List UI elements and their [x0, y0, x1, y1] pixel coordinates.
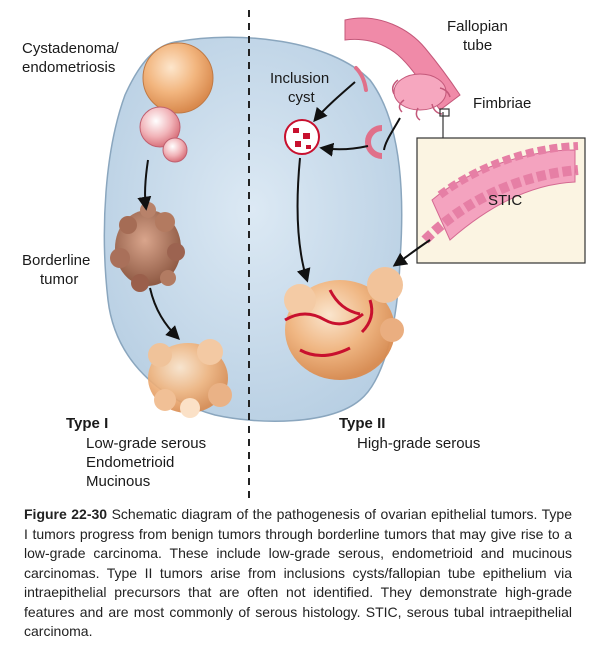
- label-fallopian-2: tube: [463, 37, 492, 54]
- cyst-sphere-tiny: [162, 137, 188, 163]
- label-cystadenoma-1: Cystadenoma/: [22, 40, 120, 57]
- cystadenoma-sphere: [142, 42, 214, 114]
- stic-inset: [416, 108, 586, 264]
- type1-carcinoma: [148, 339, 232, 418]
- label-fimbriae: Fimbriae: [473, 95, 531, 112]
- label-stic: STIC: [488, 192, 522, 209]
- fimbriae-shape: [391, 73, 451, 121]
- caption-text: Schematic diagram of the pathogenesis of…: [24, 506, 572, 639]
- cyst-sphere-small: [139, 106, 181, 148]
- type2-item-1: High-grade serous: [357, 435, 480, 452]
- type2-title: Type II: [339, 415, 385, 432]
- arrow-stic-to-carcinoma: [392, 239, 431, 267]
- label-inclusion-1: Inclusion: [270, 70, 329, 87]
- arrow-surface-to-inclusion: [313, 81, 356, 123]
- arrow-borderline-to-carcinoma: [149, 287, 180, 340]
- borderline-tumor: [110, 202, 185, 292]
- type1-item-2: Endometrioid: [86, 454, 174, 471]
- figure-caption: Figure 22-30 Schematic diagram of the pa…: [24, 505, 572, 642]
- label-fallopian-1: Fallopian: [447, 18, 508, 35]
- type2-carcinoma: [284, 267, 404, 380]
- caption-label: Figure 22-30: [24, 506, 108, 522]
- label-cystadenoma-2: endometriosis: [22, 59, 115, 76]
- invaginating-ring: [365, 125, 383, 159]
- pathogenesis-diagram: Cystadenoma/ endometriosis Borderline tu…: [22, 10, 586, 500]
- arrow-ring-to-inclusion: [319, 142, 369, 157]
- arrow-cystadenoma-to-borderline: [137, 159, 152, 211]
- inclusion-cyst: [284, 119, 320, 155]
- ovary-surface-mark: [354, 66, 368, 92]
- label-inclusion-2: cyst: [288, 89, 316, 106]
- type1-item-3: Mucinous: [86, 473, 150, 490]
- type1-item-1: Low-grade serous: [86, 435, 206, 452]
- label-borderline-2: tumor: [40, 271, 78, 288]
- type1-title: Type I: [66, 415, 108, 432]
- arrow-inclusion-to-carcinoma: [296, 157, 311, 283]
- arrow-fimbriae-to-ring: [383, 117, 401, 151]
- label-borderline-1: Borderline: [22, 252, 90, 269]
